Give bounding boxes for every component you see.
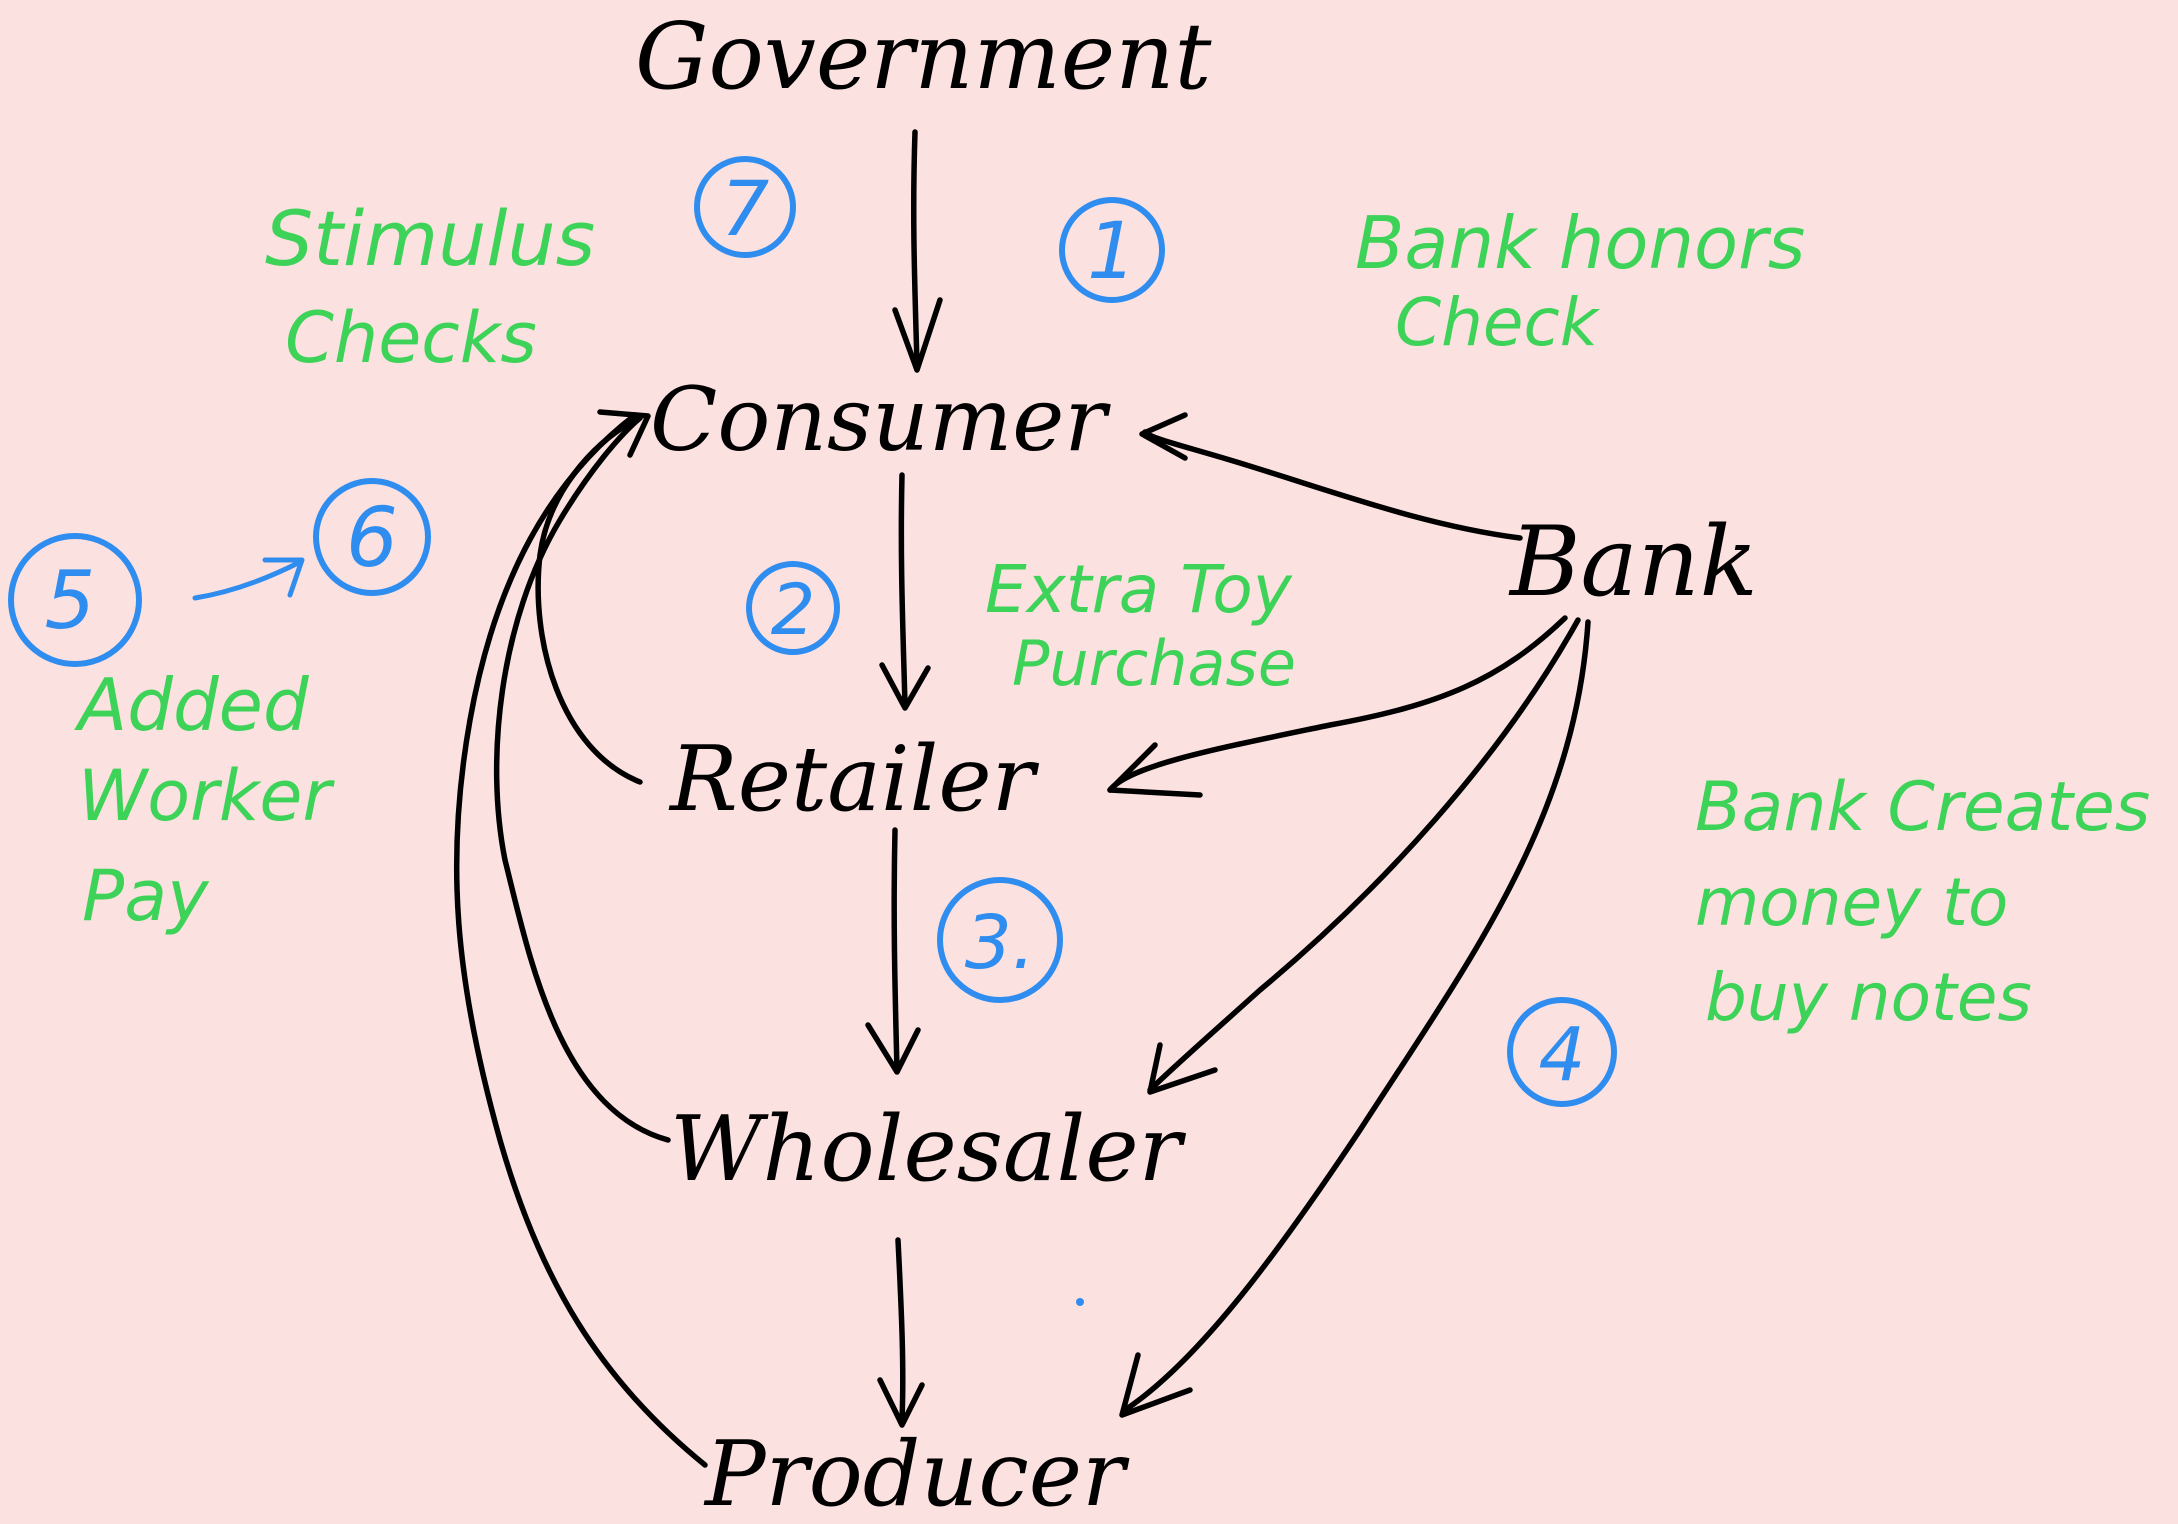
bank-creates-money-note-line2: money to xyxy=(1695,864,2008,941)
step-label-5: 5 xyxy=(45,554,96,647)
retailer-to-wholesaler-arrow xyxy=(865,827,921,1075)
bank-node: Bank xyxy=(1508,506,1758,618)
consumer-loop-arrowhead xyxy=(597,409,651,458)
stimulus-checks-note-line1: Stimulus xyxy=(265,194,595,283)
step-marker-7: 7 xyxy=(694,156,796,258)
step-5-to-6-arrow xyxy=(192,557,305,601)
step-label-6: 6 xyxy=(346,491,398,586)
extra-toy-note-line1: Extra Toy xyxy=(985,551,1293,628)
step-marker-4: 4 xyxy=(1507,997,1617,1107)
added-worker-pay-note-line3: Pay xyxy=(82,855,210,937)
step-label-1: 1 xyxy=(1087,207,1137,297)
wholesaler-to-producer-arrow xyxy=(877,1237,925,1428)
consumer-to-retailer-arrow xyxy=(879,472,931,711)
wholesaler-node: Wholesaler xyxy=(670,1097,1187,1202)
step-marker-3: 3. xyxy=(937,877,1063,1003)
step-marker-2: 2 xyxy=(746,561,840,655)
step-label-7: 7 xyxy=(721,164,769,253)
bank-to-producer-arrow xyxy=(1119,619,1591,1418)
step-marker-5: 5 xyxy=(8,533,142,667)
bank-to-consumer-arrow xyxy=(1139,412,1523,541)
bank-creates-money-note-line1: Bank Creates xyxy=(1695,768,2150,847)
government-to-consumer-arrow xyxy=(892,129,943,373)
added-worker-pay-note-line2: Worker xyxy=(78,755,335,837)
step-label-2: 2 xyxy=(771,569,816,651)
step-label-3: 3. xyxy=(965,900,1036,986)
step-marker-1: 1 xyxy=(1059,197,1165,303)
bank-honors-note-line2: Check xyxy=(1395,284,1601,361)
wholesaler-to-consumer-arrow xyxy=(493,415,671,1143)
bank-to-retailer-arrow xyxy=(1107,615,1568,798)
retailer-node: Retailer xyxy=(668,727,1040,832)
step-label-4: 4 xyxy=(1538,1012,1585,1098)
bank-honors-note-line1: Bank honors xyxy=(1355,201,1805,285)
producer-to-consumer-arrow xyxy=(453,412,708,1468)
bank-creates-money-note-line3: buy notes xyxy=(1705,959,2032,1036)
extra-toy-note-line2: Purchase xyxy=(1012,627,1296,700)
bank-to-wholesaler-arrow xyxy=(1147,617,1581,1095)
producer-node: Producer xyxy=(703,1422,1130,1524)
government-node: Government xyxy=(635,3,1212,110)
ink-dot xyxy=(1076,1298,1084,1306)
stimulus-checks-note-line2: Checks xyxy=(285,297,537,379)
step-marker-6: 6 xyxy=(313,478,431,596)
added-worker-pay-note-line1: Added xyxy=(74,663,310,747)
consumer-node: Consumer xyxy=(650,368,1111,471)
